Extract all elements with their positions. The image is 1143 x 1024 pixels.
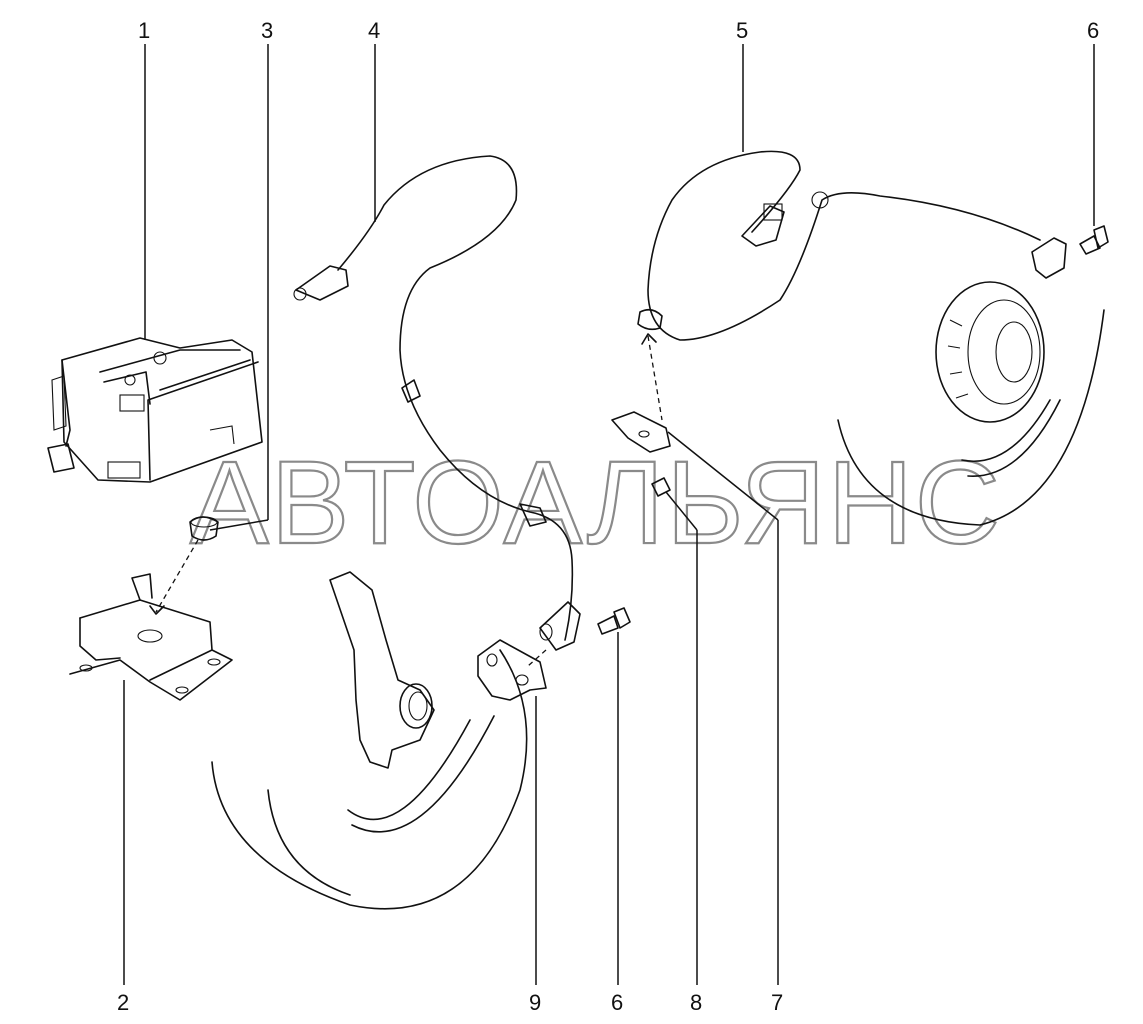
cable-clip [611,411,671,453]
rear-arrow-head [641,333,657,345]
front-tyre [211,649,528,910]
screw-front [597,607,631,635]
rear-wheel-speed-sensor [637,150,1067,341]
callout-5: 5 [736,18,748,43]
leader-3-tail [209,519,269,531]
callout-2: 2 [117,990,129,1015]
screw-rear [1079,225,1109,255]
grommet-arrow-head [149,605,165,615]
rubber-grommet [189,516,219,541]
rear-brake-disc [935,281,1045,423]
sensor-to-bracket-arrow [527,649,547,667]
leader-7 [667,431,779,521]
steering-knuckle [329,571,435,769]
leader-8 [665,491,698,531]
callout-3: 3 [261,18,273,43]
callout-1: 1 [138,18,150,43]
callout-6-top: 6 [1087,18,1099,43]
front-wheel-speed-sensor [293,155,581,651]
watermark-text: АВТОАЛЬЯНС [190,437,1002,569]
callout-7: 7 [771,990,783,1015]
abs-hydraulic-unit [47,337,263,483]
rear-tyre [837,309,1105,526]
callout-4: 4 [368,18,380,43]
grommet-to-bracket-arrow [155,539,199,613]
callout-6-bottom: 6 [611,990,623,1015]
callout-8: 8 [690,990,702,1015]
mounting-bracket [69,573,233,701]
callout-9: 9 [529,990,541,1015]
rear-sensor-to-clip-arrow [647,335,663,421]
small-plug [651,477,671,497]
